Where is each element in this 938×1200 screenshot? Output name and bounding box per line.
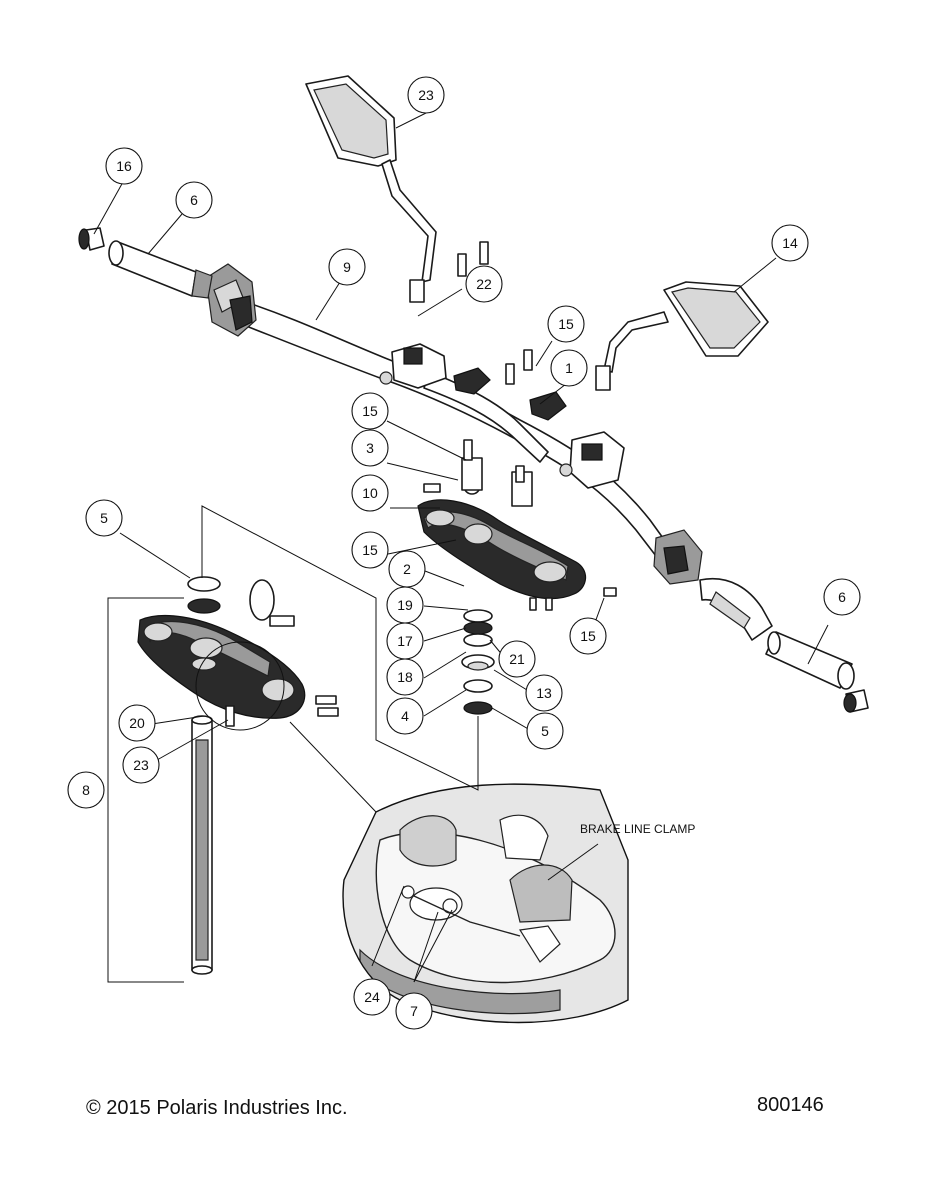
svg-text:22: 22	[476, 276, 492, 292]
callout-9: 9	[328, 248, 366, 286]
left-grip	[108, 240, 213, 299]
callout-24: 24	[353, 978, 391, 1016]
right-bar-end	[843, 689, 869, 713]
svg-text:15: 15	[362, 542, 378, 558]
upper-triple-clamp	[417, 439, 617, 611]
svg-text:6: 6	[190, 192, 198, 208]
callout-23: 23	[407, 76, 445, 114]
callout-6-right: 6	[823, 578, 861, 616]
svg-text:4: 4	[401, 708, 409, 724]
left-switch-housing	[205, 263, 257, 337]
drawing-number: 800146	[757, 1094, 824, 1116]
svg-text:24: 24	[364, 989, 380, 1005]
right-grip	[765, 631, 855, 690]
svg-text:17: 17	[397, 633, 413, 649]
svg-text:10: 10	[362, 485, 378, 501]
callout-22: 22	[465, 265, 503, 303]
svg-text:19: 19	[397, 597, 413, 613]
svg-text:5: 5	[541, 723, 549, 739]
svg-text:23: 23	[133, 757, 149, 773]
svg-text:2: 2	[403, 561, 411, 577]
svg-text:15: 15	[580, 628, 596, 644]
callout-15-top: 15	[547, 305, 585, 343]
callout-16-b: 18	[386, 658, 424, 696]
svg-text:5: 5	[100, 510, 108, 526]
clutch-perch	[379, 343, 447, 389]
left-bar-end	[78, 227, 105, 251]
callout-3: 3	[351, 429, 389, 467]
lower-triple-clamp	[137, 576, 339, 727]
callout-21: 23	[122, 746, 160, 784]
svg-text:9: 9	[343, 259, 351, 275]
callout-15-right: 15	[569, 617, 607, 655]
right-switch-housing	[653, 529, 703, 585]
callout-11: 13	[525, 674, 563, 712]
leader-lines	[93, 112, 829, 983]
svg-text:14: 14	[782, 235, 798, 251]
steering-stem	[191, 715, 213, 975]
callout-5-left: 5	[85, 499, 123, 537]
callout-6-left: 6	[175, 181, 213, 219]
svg-text:15: 15	[558, 316, 574, 332]
left-mirror	[305, 75, 437, 303]
right-mirror	[595, 281, 769, 391]
svg-text:20: 20	[129, 715, 145, 731]
callout-12: 14	[771, 224, 809, 262]
throttle-tube	[699, 577, 773, 641]
svg-text:15: 15	[362, 403, 378, 419]
callout-8: 8	[67, 771, 105, 809]
callout-10: 10	[351, 474, 389, 512]
assembly-brackets	[107, 505, 479, 983]
svg-text:3: 3	[366, 440, 374, 456]
callout-16-a: 17	[386, 622, 424, 660]
svg-text:23: 23	[418, 87, 434, 103]
callout-1: 1	[550, 349, 588, 387]
callout-2: 2	[388, 550, 426, 588]
detail-source-circle	[195, 641, 285, 731]
callout-5-center: 5	[526, 712, 564, 750]
steering-bearings	[461, 609, 495, 715]
callout-13: 15	[351, 531, 389, 569]
svg-text:16: 16	[116, 158, 132, 174]
svg-text:13: 13	[536, 685, 552, 701]
svg-text:18: 18	[397, 669, 413, 685]
callout-17: 19	[386, 586, 424, 624]
callout-14: 15	[351, 392, 389, 430]
svg-text:6: 6	[838, 589, 846, 605]
handlebar-clamp-top	[453, 241, 567, 421]
detail-view	[289, 721, 629, 1024]
svg-text:8: 8	[82, 782, 90, 798]
brake-line-clamp-label: BRAKE LINE CLAMP	[580, 822, 695, 836]
svg-text:1: 1	[565, 360, 573, 376]
callout-4: 4	[386, 697, 424, 735]
callout-7: 7	[395, 992, 433, 1030]
callout-18: 20	[118, 704, 156, 742]
callout-19: 21	[498, 640, 536, 678]
copyright-text: © 2015 Polaris Industries Inc.	[86, 1097, 348, 1119]
callout-20: 16	[105, 147, 143, 185]
svg-text:7: 7	[410, 1003, 418, 1019]
brake-master-cylinder	[559, 431, 625, 489]
svg-text:21: 21	[509, 651, 525, 667]
